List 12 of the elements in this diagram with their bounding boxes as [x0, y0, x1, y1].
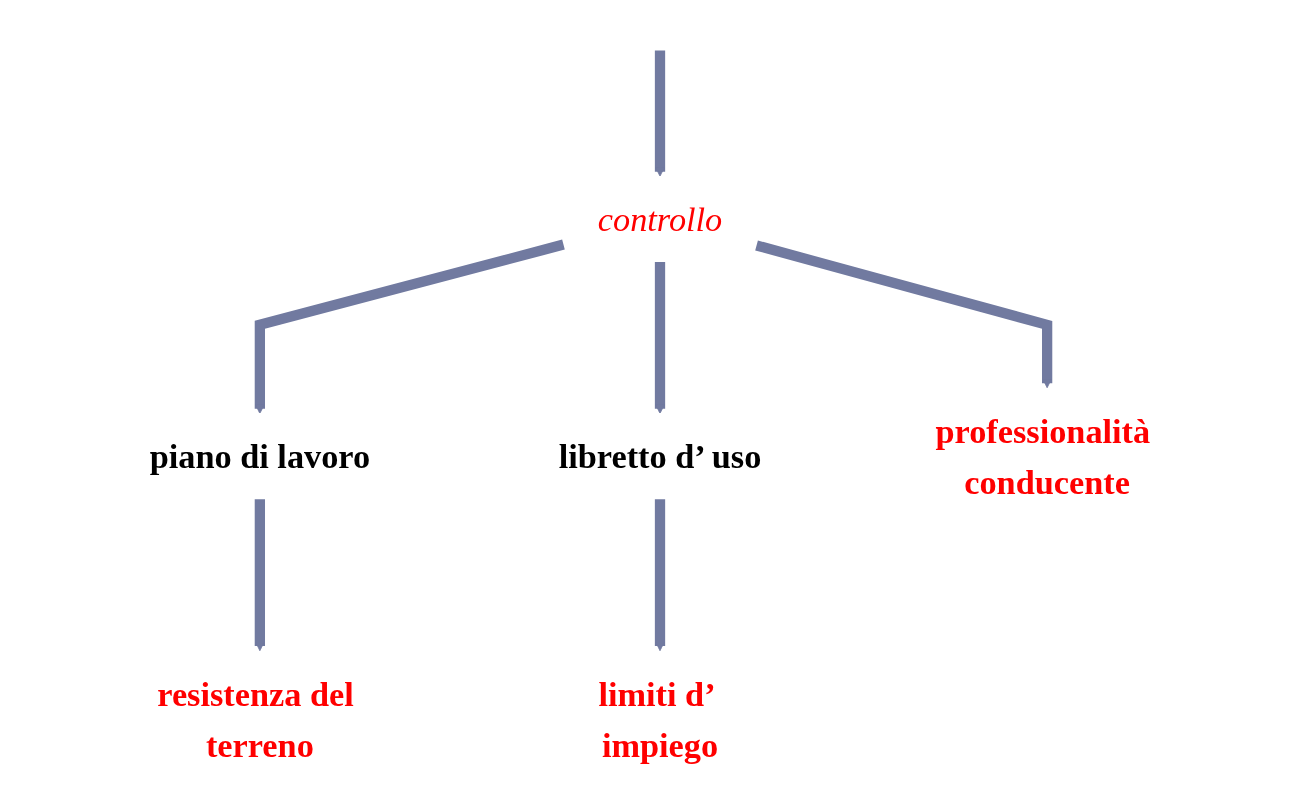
node-text: resistenza del terreno: [157, 674, 354, 764]
node-text: piano di lavoro: [149, 437, 371, 476]
node-text: controllo: [597, 200, 723, 238]
node-text: libretto d’ uso: [558, 437, 762, 476]
arrow: [254, 239, 565, 414]
arrow: [654, 50, 666, 177]
arrow: [755, 240, 1053, 389]
arrow: [654, 499, 666, 652]
node-text: limiti d’ impiego: [598, 674, 719, 764]
node-text: professionalità conducente: [935, 411, 1151, 501]
arrow: [654, 261, 666, 414]
arrow: [254, 499, 265, 652]
